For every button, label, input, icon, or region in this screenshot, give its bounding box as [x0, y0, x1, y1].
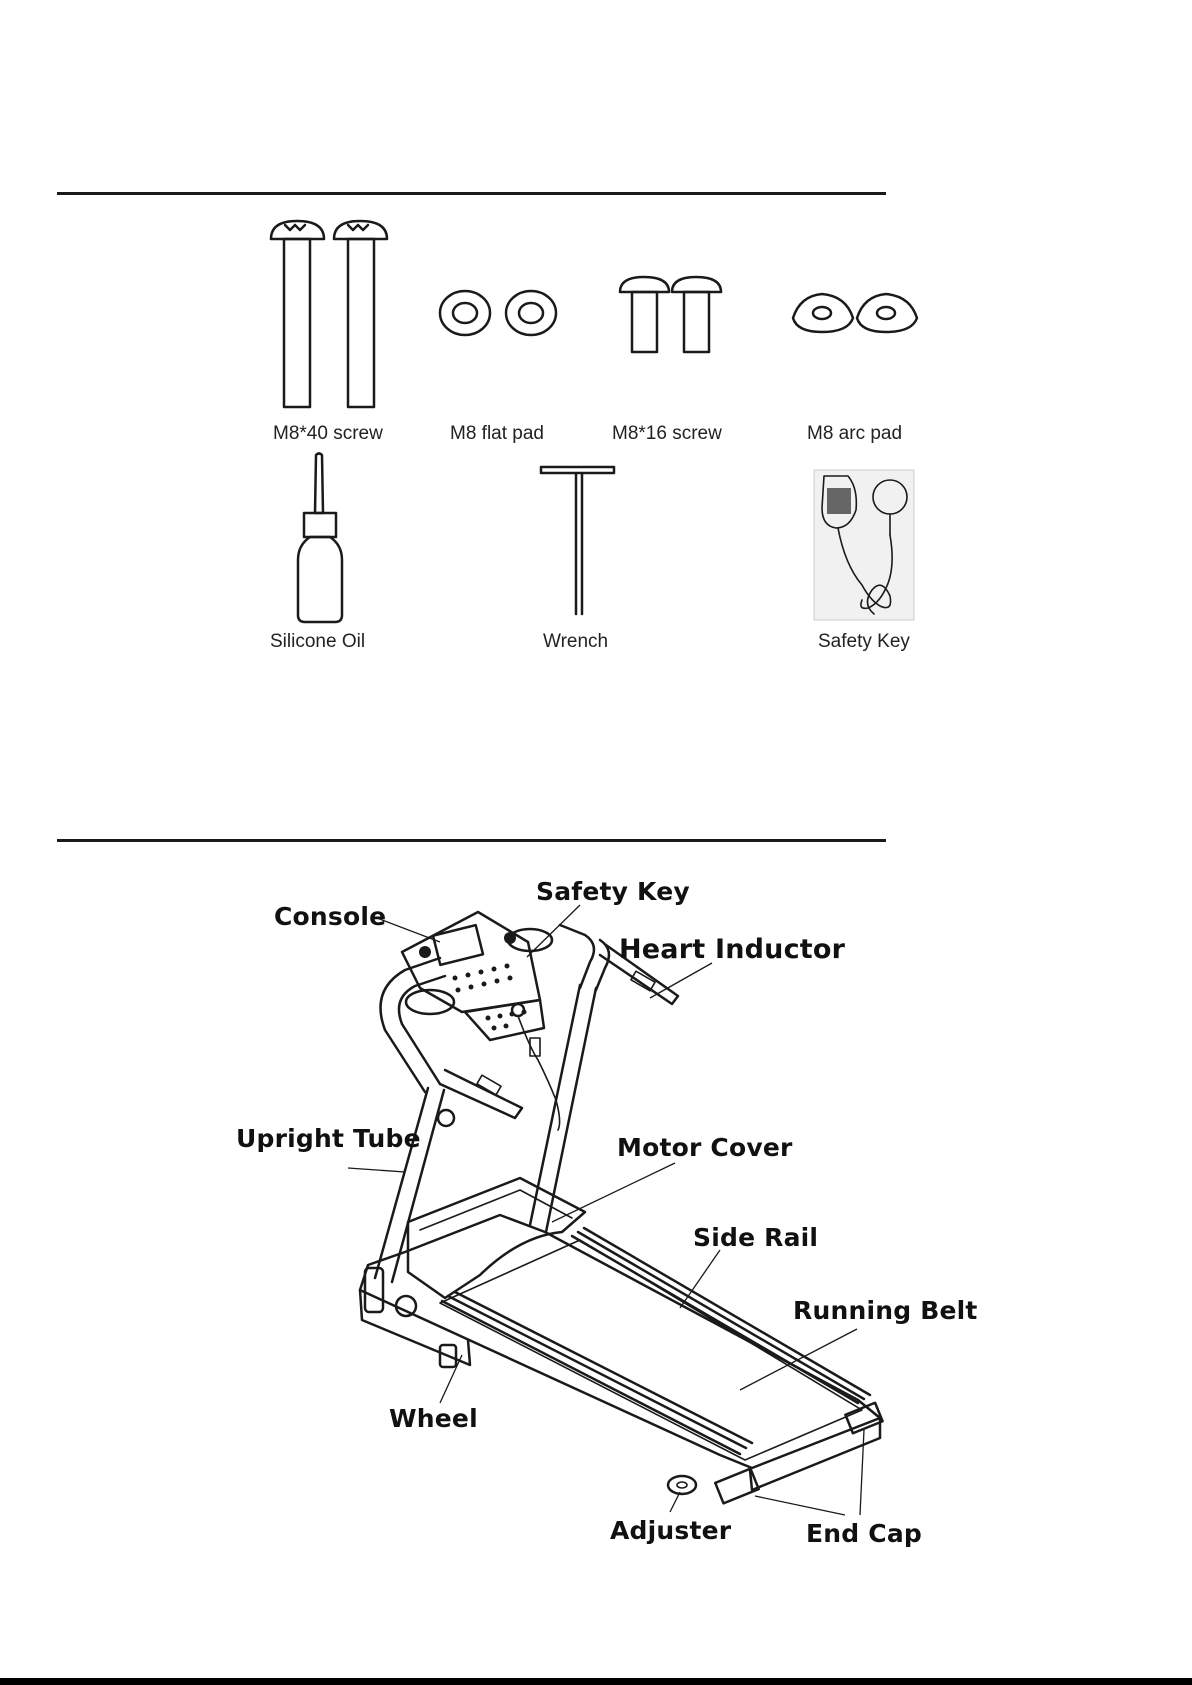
- diagram-label-end-cap: End Cap: [806, 1519, 922, 1548]
- safety-key-image: [814, 470, 914, 620]
- m8-flat-pad-image: [440, 291, 556, 335]
- part-label-m8-16-screw: M8*16 screw: [612, 423, 722, 445]
- part-label-silicone-oil: Silicone Oil: [270, 631, 365, 653]
- m8-16-screw-image: [620, 277, 721, 352]
- part-label-wrench: Wrench: [543, 631, 608, 653]
- diagram-label-upright-tube: Upright Tube: [236, 1124, 421, 1153]
- parts-illustrations: [0, 0, 1192, 700]
- part-label-m8-40-screw: M8*40 screw: [273, 423, 383, 445]
- part-label-m8-flat-pad: M8 flat pad: [450, 423, 544, 445]
- part-label-safety-key: Safety Key: [818, 631, 910, 653]
- diagram-label-side-rail: Side Rail: [693, 1223, 818, 1252]
- diagram-label-wheel: Wheel: [389, 1404, 478, 1433]
- diagram-label-adjuster: Adjuster: [610, 1516, 731, 1545]
- diagram-label-motor-cover: Motor Cover: [617, 1133, 793, 1162]
- m8-arc-pad-image: [793, 294, 917, 332]
- diagram-label-heart-inductor: Heart Inductor: [619, 934, 845, 965]
- diagram-label-safety-key: Safety Key: [536, 877, 690, 906]
- wrench-image: [541, 467, 614, 614]
- treadmill-diagram: [0, 860, 1192, 1680]
- m8-40-screw-image: [271, 221, 387, 407]
- diagram-label-running-belt: Running Belt: [793, 1296, 978, 1325]
- page-bottom-edge: [0, 1678, 1192, 1685]
- section-divider-diagram: [57, 839, 886, 842]
- diagram-label-console: Console: [274, 902, 386, 931]
- silicone-oil-image: [298, 454, 342, 623]
- part-label-m8-arc-pad: M8 arc pad: [807, 423, 902, 445]
